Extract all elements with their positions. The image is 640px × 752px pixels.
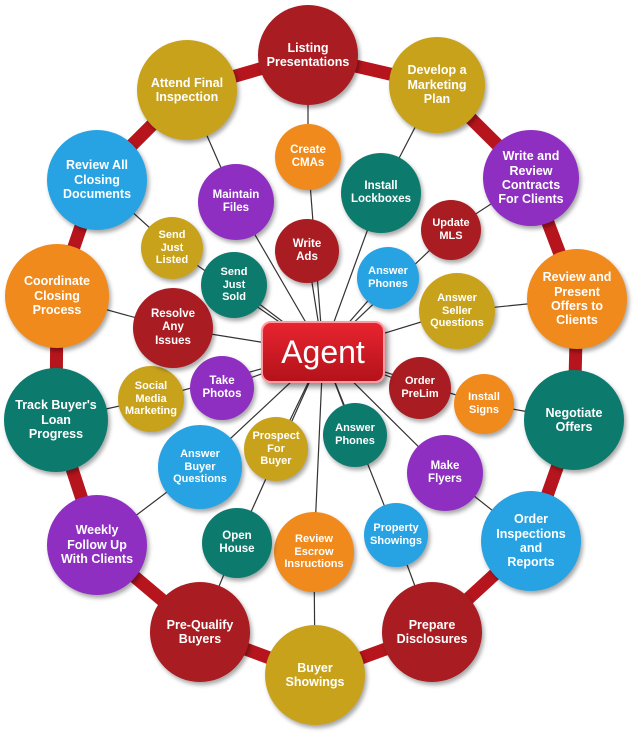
- node-label: Social Media Marketing: [125, 380, 177, 418]
- node-resolve-issues: Resolve Any Issues: [133, 288, 213, 368]
- node-answer-buyer-questions: Answer Buyer Questions: [158, 425, 242, 509]
- node-pre-qualify-buyers: Pre-Qualify Buyers: [150, 582, 250, 682]
- node-order-inspections-reports: Order Inspections and Reports: [481, 491, 581, 591]
- node-install-lockboxes: Install Lockboxes: [341, 153, 421, 233]
- node-label: Install Signs: [468, 391, 500, 416]
- node-label: Open House: [219, 529, 255, 555]
- node-label: Coordinate Closing Process: [24, 274, 90, 318]
- node-label: Update MLS: [432, 217, 470, 242]
- node-install-signs: Install Signs: [454, 374, 514, 434]
- node-label: Send Just Sold: [220, 266, 248, 304]
- node-take-photos: Take Photos: [190, 356, 254, 420]
- node-label: Develop a Marketing Plan: [407, 63, 467, 107]
- node-label: Prospect For Buyer: [252, 430, 300, 468]
- node-label: Track Buyer's Loan Progress: [15, 398, 97, 442]
- node-label: Review and Present Offers to Clients: [542, 270, 612, 328]
- node-attend-final-inspection: Attend Final Inspection: [137, 40, 237, 140]
- node-review-present-offers: Review and Present Offers to Clients: [527, 249, 627, 349]
- node-label: Order PreLim: [401, 375, 439, 400]
- node-label: Attend Final Inspection: [150, 75, 224, 104]
- node-social-media-marketing: Social Media Marketing: [118, 366, 184, 432]
- node-label: Answer Buyer Questions: [173, 448, 227, 486]
- node-label: Review Escrow Insructions: [284, 533, 344, 571]
- node-create-cmas: Create CMAs: [275, 124, 341, 190]
- node-send-just-sold: Send Just Sold: [201, 252, 267, 318]
- agent-center-node: Agent: [261, 321, 385, 383]
- node-label: Maintain Files: [212, 188, 260, 214]
- node-develop-marketing-plan: Develop a Marketing Plan: [389, 37, 485, 133]
- node-negotiate-offers: Negotiate Offers: [524, 370, 624, 470]
- node-label: Weekly Follow Up With Clients: [60, 523, 134, 567]
- node-weekly-follow-up: Weekly Follow Up With Clients: [47, 495, 147, 595]
- node-label: Install Lockboxes: [350, 179, 412, 205]
- node-open-house: Open House: [202, 508, 272, 578]
- node-label: Review All Closing Documents: [62, 158, 132, 202]
- node-write-review-contracts: Write and Review Contracts For Clients: [483, 130, 579, 226]
- node-label: Write and Review Contracts For Clients: [498, 149, 564, 207]
- node-label: Negotiate Offers: [545, 405, 603, 434]
- node-label: Answer Phones: [368, 265, 408, 290]
- node-coordinate-closing: Coordinate Closing Process: [5, 244, 109, 348]
- node-label: Order Inspections and Reports: [496, 512, 566, 570]
- node-label: Write Ads: [292, 237, 322, 263]
- node-label: Prepare Disclosures: [396, 617, 468, 646]
- node-label: Answer Seller Questions: [430, 292, 484, 330]
- node-label: Listing Presentations: [266, 40, 350, 69]
- node-order-prelim: Order PreLim: [389, 357, 451, 419]
- node-review-closing-docs: Review All Closing Documents: [47, 130, 147, 230]
- node-label: Property Showings: [370, 522, 422, 547]
- node-make-flyers: Make Flyers: [407, 435, 483, 511]
- node-label: Create CMAs: [290, 143, 326, 169]
- node-prospect-for-buyer: Prospect For Buyer: [244, 417, 308, 481]
- node-label: Pre-Qualify Buyers: [166, 617, 234, 646]
- node-update-mls: Update MLS: [421, 200, 481, 260]
- node-label: Resolve Any Issues: [150, 308, 196, 347]
- agent-center-label: Agent: [281, 333, 365, 370]
- node-answer-phones-mid: Answer Phones: [323, 403, 387, 467]
- node-label: Buyer Showings: [285, 660, 345, 689]
- node-prepare-disclosures: Prepare Disclosures: [382, 582, 482, 682]
- node-property-showings: Property Showings: [364, 503, 428, 567]
- node-label: Answer Phones: [335, 422, 375, 447]
- node-listing-presentations: Listing Presentations: [258, 5, 358, 105]
- node-label: Take Photos: [202, 374, 242, 400]
- node-review-escrow: Review Escrow Insructions: [274, 512, 354, 592]
- node-label: Make Flyers: [428, 459, 462, 485]
- node-answer-seller-questions: Answer Seller Questions: [419, 273, 495, 349]
- node-maintain-files: Maintain Files: [198, 164, 274, 240]
- node-label: Send Just Listed: [155, 229, 189, 267]
- node-track-buyers-loan: Track Buyer's Loan Progress: [4, 368, 108, 472]
- node-buyer-showings: Buyer Showings: [265, 625, 365, 725]
- node-send-just-listed: Send Just Listed: [141, 217, 203, 279]
- node-answer-phones-top: Answer Phones: [357, 247, 419, 309]
- node-write-ads: Write Ads: [275, 219, 339, 283]
